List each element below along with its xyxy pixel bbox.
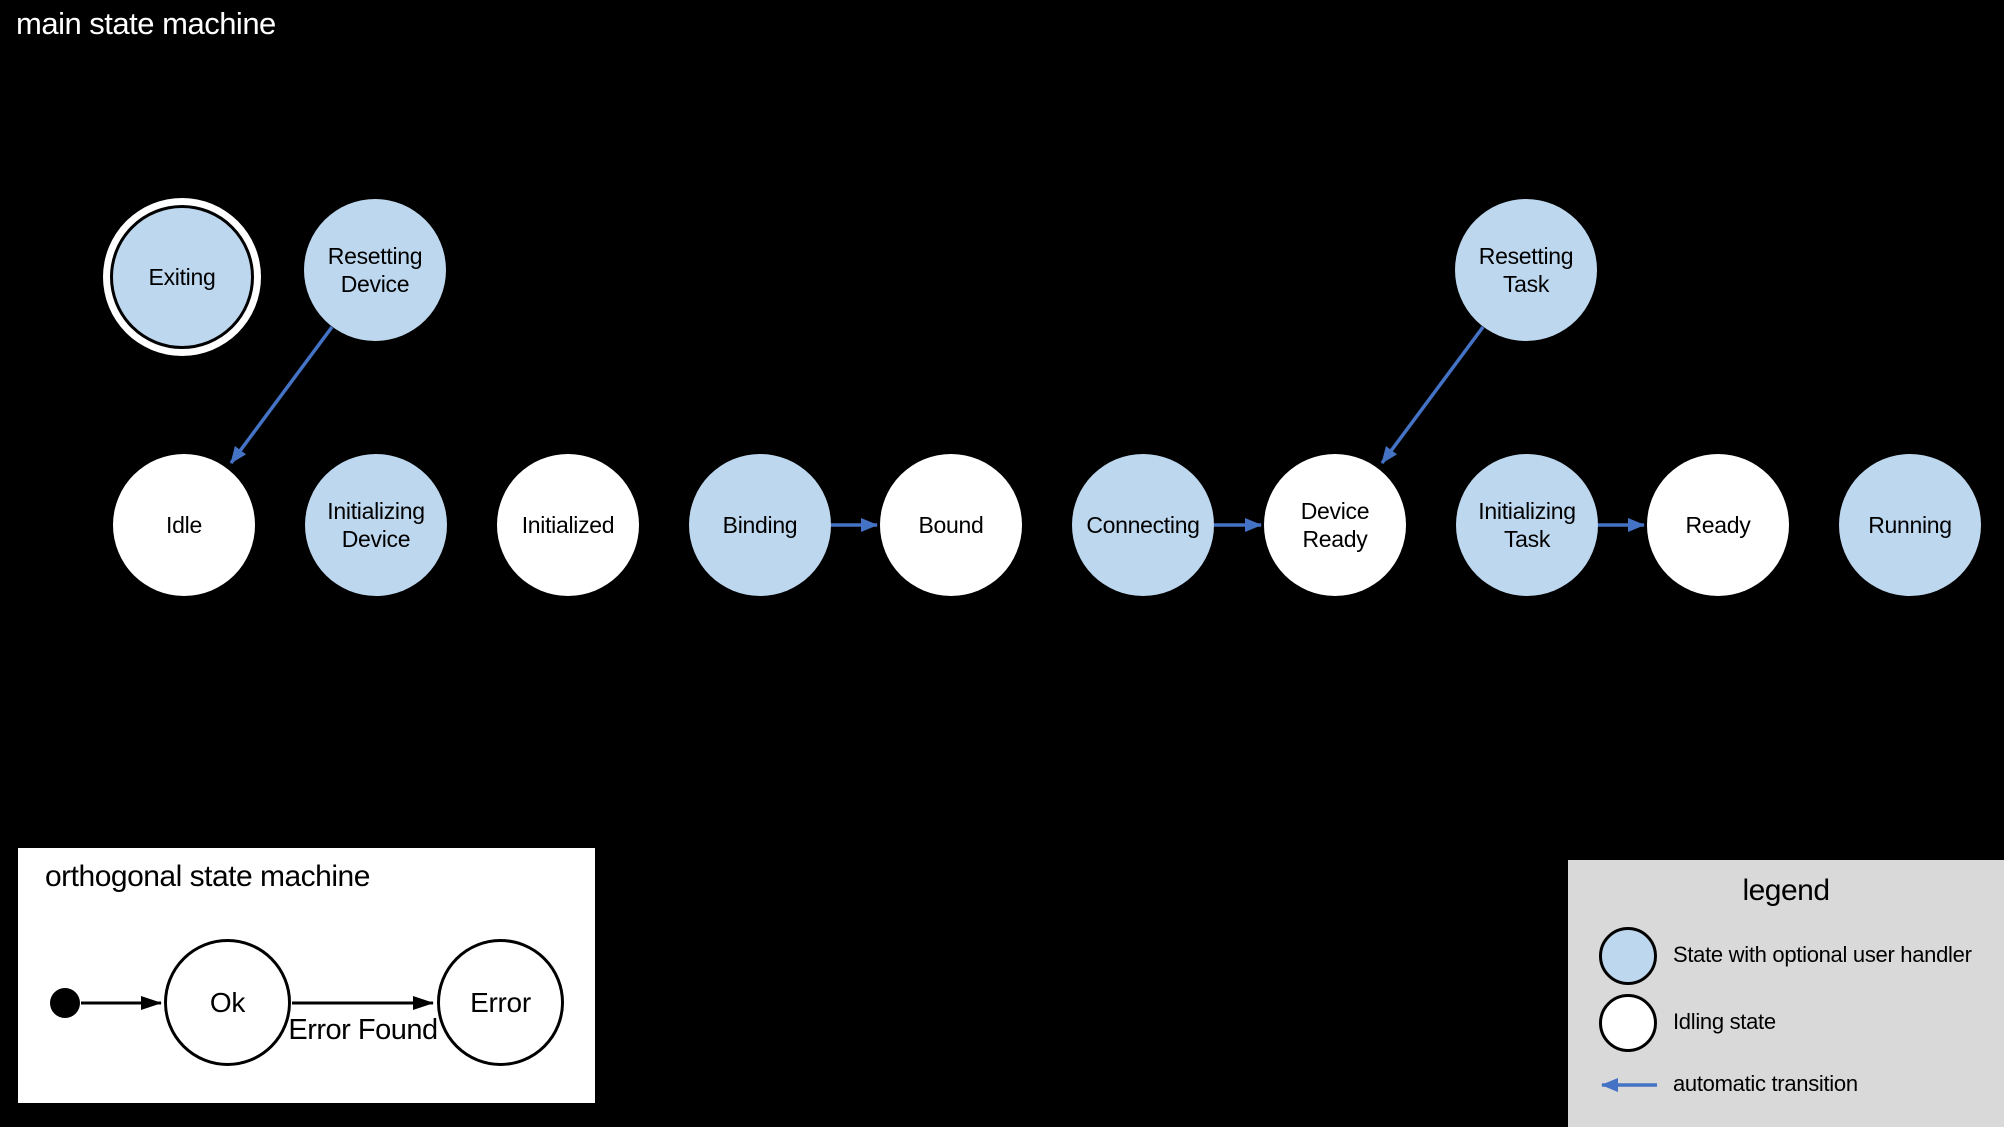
state-label: Resetting Device (327, 242, 423, 297)
state-running: Running (1839, 454, 1981, 596)
transition-label-error-found: Error Found (288, 1014, 438, 1046)
state-label: Idle (166, 511, 202, 538)
state-label: Initialized (521, 511, 615, 538)
state-label: Resetting Task (1478, 242, 1574, 297)
state-error: Error (437, 939, 564, 1066)
transition-arrow-resetting-device-to-idle (229, 325, 334, 465)
legend-title: legend (1742, 874, 1830, 907)
state-label: Initializing Task (1478, 497, 1576, 552)
state-connecting: Connecting (1072, 454, 1214, 596)
state-exiting: Exiting (110, 205, 254, 349)
idling-state-swatch-icon (1599, 994, 1657, 1052)
state-initializing-device: Initializing Device (305, 454, 447, 596)
transition-arrow-resetting-task-to-device-ready (1380, 325, 1485, 465)
state-label: Bound (918, 511, 984, 538)
state-ready: Ready (1647, 454, 1789, 596)
state-label: Exiting (148, 263, 216, 290)
state-label: Error (470, 986, 531, 1018)
legend-item-handler-state: State with optional user handler (1673, 942, 1972, 967)
state-idle: Idle (113, 454, 255, 596)
handler-state-swatch-icon (1599, 927, 1657, 985)
state-resetting-task: Resetting Task (1455, 199, 1597, 341)
state-label: Device Ready (1300, 497, 1370, 552)
state-label: Ready (1685, 511, 1751, 538)
state-label: Connecting (1086, 511, 1200, 538)
orthogonal-panel-title: orthogonal state machine (45, 860, 370, 893)
state-resetting-device: Resetting Device (304, 199, 446, 341)
final-state-ring: Exiting (103, 198, 261, 356)
state-ok: Ok (164, 939, 291, 1066)
legend-item-automatic-transition: automatic transition (1673, 1071, 1858, 1096)
state-initialized: Initialized (497, 454, 639, 596)
state-bound: Bound (880, 454, 1022, 596)
state-binding: Binding (689, 454, 831, 596)
main-diagram-title: main state machine (16, 6, 276, 41)
state-label: Running (1868, 511, 1952, 538)
state-initializing-task: Initializing Task (1456, 454, 1598, 596)
state-device-ready: Device Ready (1264, 454, 1406, 596)
state-label: Binding (722, 511, 798, 538)
legend-item-idling-state: Idling state (1673, 1009, 1776, 1034)
initial-state-dot (50, 988, 80, 1018)
state-label: Ok (209, 986, 246, 1018)
state-label: Initializing Device (327, 497, 425, 552)
legend-panel (1568, 860, 2004, 1127)
